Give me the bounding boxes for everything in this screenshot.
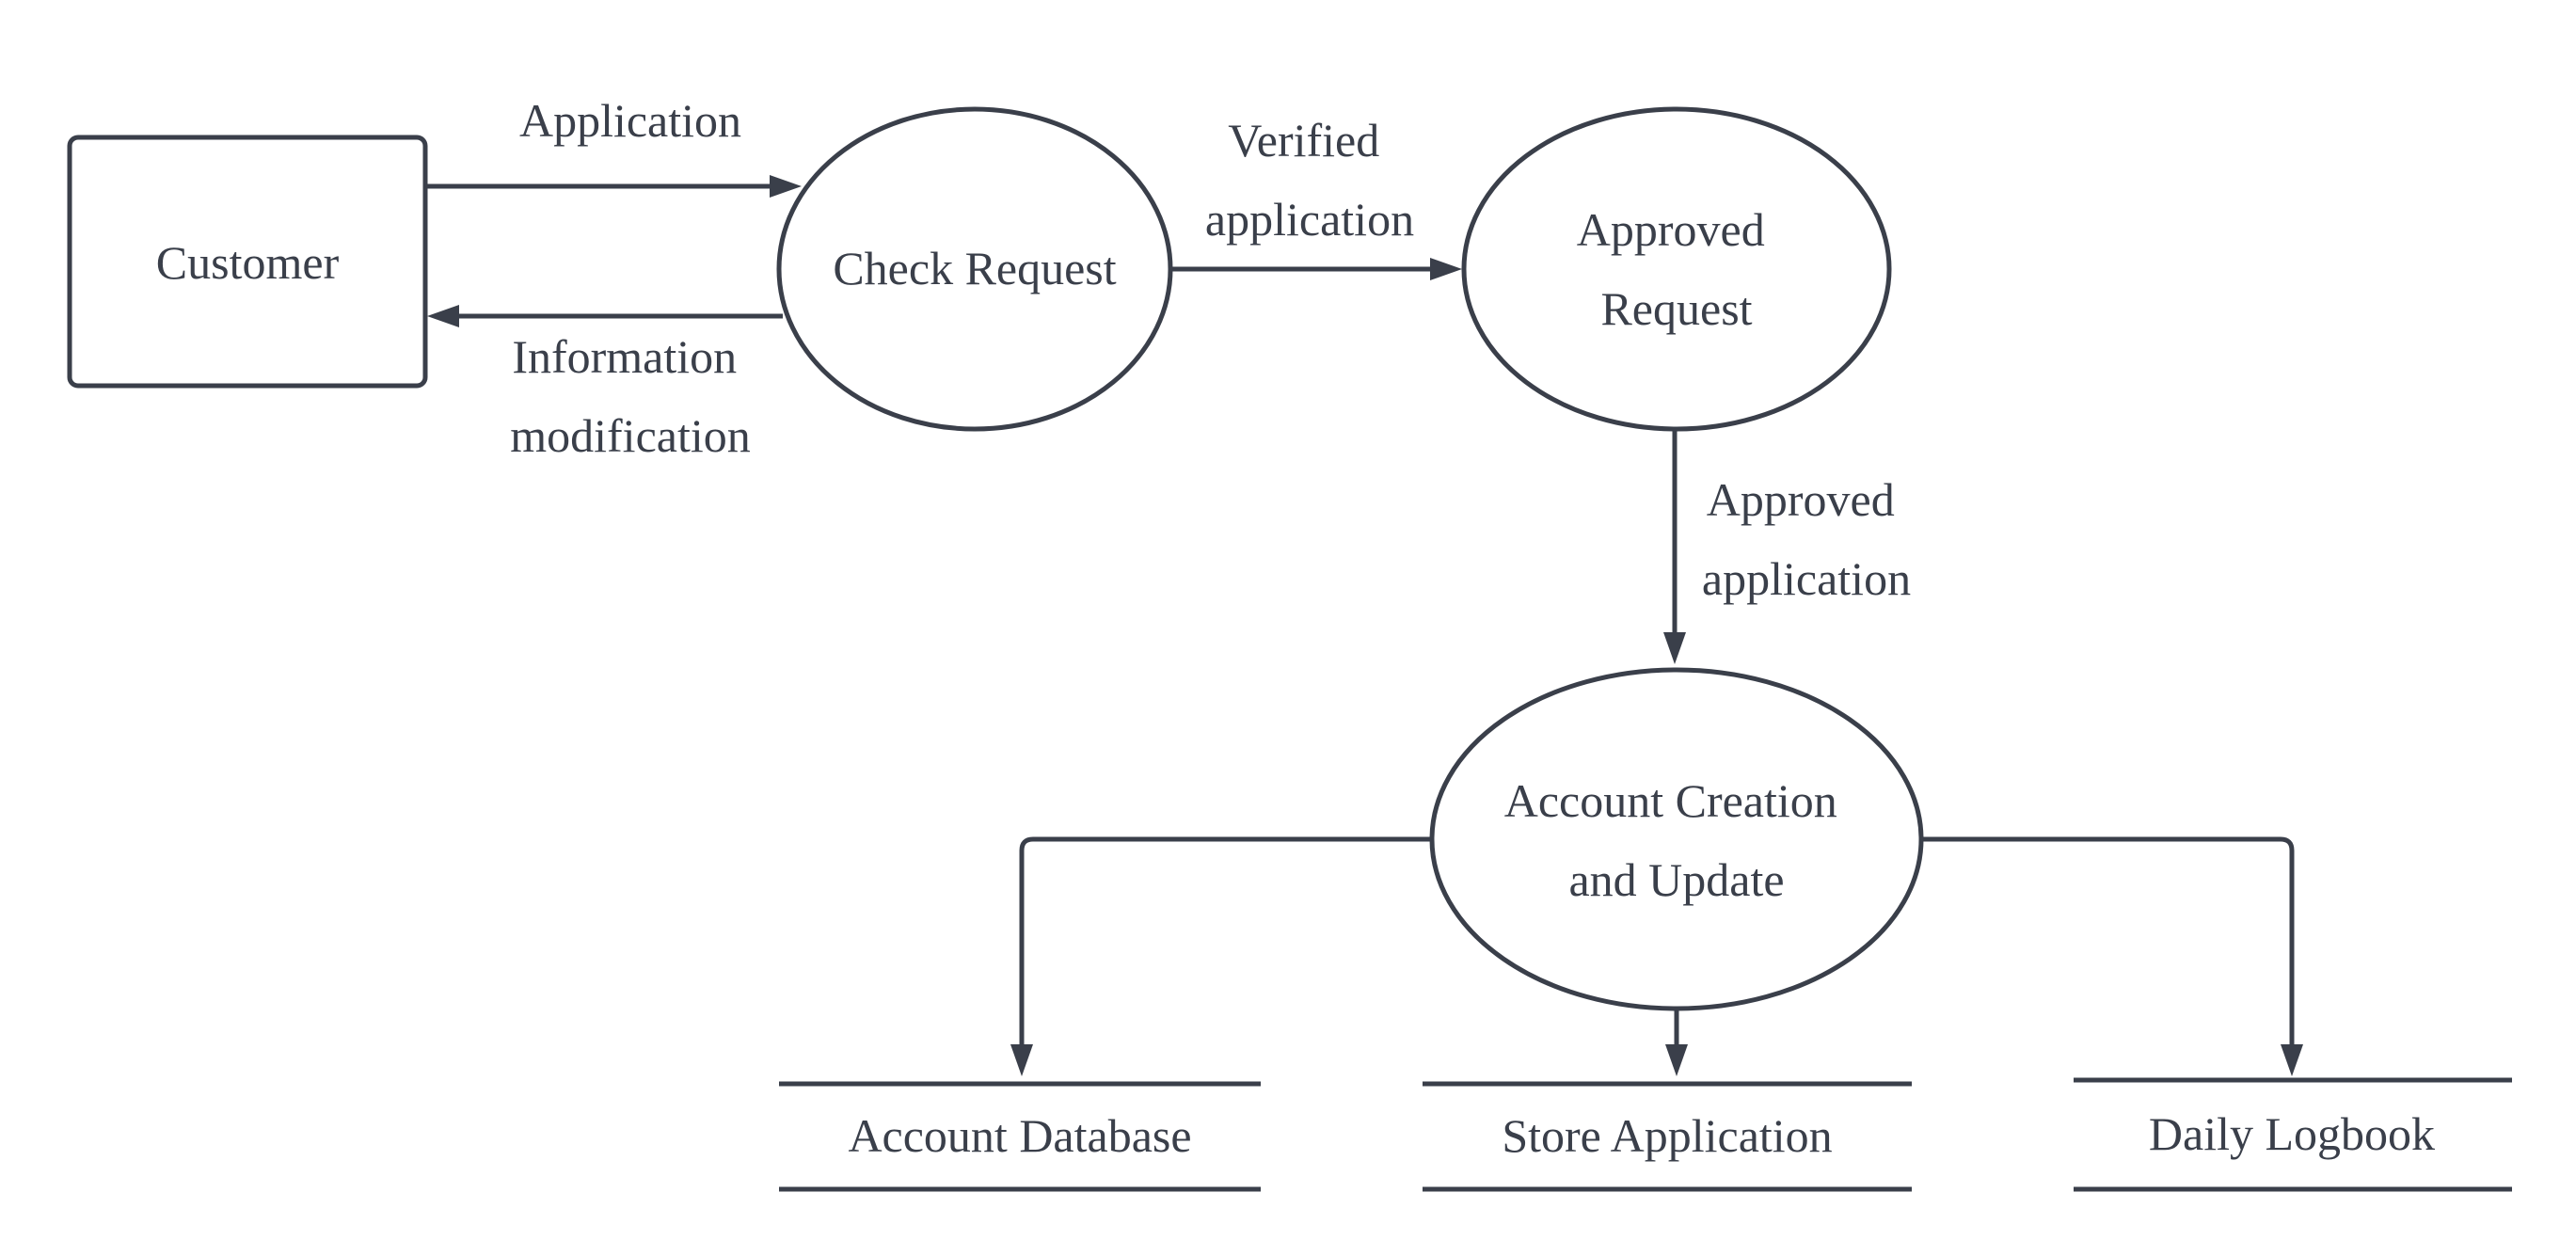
account-creation-process xyxy=(1429,667,1924,1011)
flow-label-application-line-1: Application xyxy=(519,94,741,147)
arrowhead-account-database xyxy=(1010,1044,1033,1076)
customer-entity-box xyxy=(67,135,428,389)
flow-label-verified-application-line-2: application xyxy=(1205,193,1414,246)
flow-label-approved-application: Approved application xyxy=(1702,473,1911,605)
flow-label-verified-application: Verified application xyxy=(1205,114,1414,246)
daily-logbook-label: Daily Logbook xyxy=(2149,1107,2435,1160)
customer-entity-label: Customer xyxy=(156,236,340,289)
flow-label-information-modification-line-1: Information xyxy=(512,330,737,383)
account-database-label: Account Database xyxy=(848,1109,1191,1162)
flow-to-account-database-line xyxy=(1019,836,1430,1044)
arrowhead-store-application xyxy=(1665,1044,1688,1076)
flow-label-verified-application-line-1: Verified xyxy=(1228,114,1379,167)
arrowhead-daily-logbook xyxy=(2281,1044,2303,1076)
arrowhead-information-modification xyxy=(427,305,459,327)
check-request-label-line-1: Check Request xyxy=(833,242,1116,294)
check-request-label: Check Request xyxy=(833,242,1116,294)
arrowhead-application xyxy=(770,175,802,198)
approved-request-process xyxy=(1461,106,1892,432)
arrowhead-approved-application xyxy=(1663,632,1686,664)
account-creation-label-line-2: and Update xyxy=(1568,853,1784,906)
account-database-store: Account Database xyxy=(779,1081,1261,1192)
flow-label-information-modification-line-2: modification xyxy=(510,409,751,462)
approved-request-label-line-1: Approved xyxy=(1577,203,1765,256)
flow-to-daily-logbook-line xyxy=(1919,836,2295,1044)
approved-request-label-line-2: Request xyxy=(1600,282,1752,335)
store-application-label: Store Application xyxy=(1502,1109,1832,1162)
check-request-process xyxy=(776,106,1173,432)
flow-label-information-modification: Information modification xyxy=(510,330,751,462)
store-application-store: Store Application xyxy=(1423,1081,1912,1192)
arrowhead-verified-application xyxy=(1430,258,1462,280)
flow-label-application: Application xyxy=(519,94,741,147)
account-creation-label-line-1: Account Creation xyxy=(1504,774,1837,827)
account-creation-label: Account Creation and Update xyxy=(1504,774,1850,906)
flow-label-approved-application-line-2: application xyxy=(1702,552,1911,605)
daily-logbook-store: Daily Logbook xyxy=(2074,1077,2512,1192)
flow-label-approved-application-line-1: Approved xyxy=(1707,473,1895,526)
approved-request-label: Approved Request xyxy=(1577,203,1776,335)
